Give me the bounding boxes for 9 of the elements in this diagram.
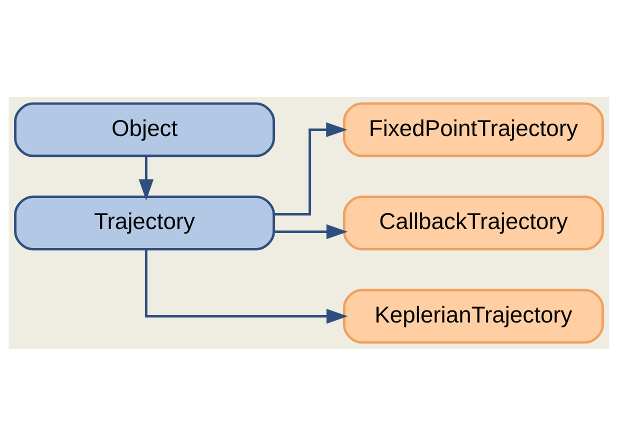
node-box: FixedPointTrajectory [342,102,604,157]
node-box: KeplerianTrajectory [342,288,604,344]
node-box: CallbackTrajectory [342,195,604,250]
arrow [138,156,154,200]
arrow [274,122,348,215]
node-box: Trajectory [14,195,276,250]
node-box: Object [14,102,276,157]
arrow [144,248,348,324]
arrow [274,224,348,239]
